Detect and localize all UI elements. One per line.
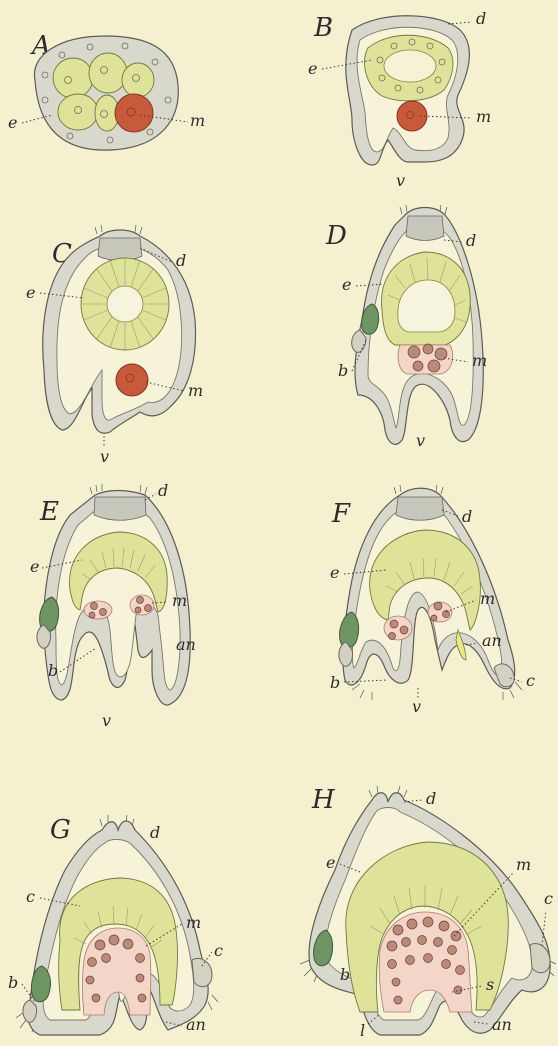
- panel-a-mesoderm-cell: [115, 94, 153, 132]
- panel-c: C d e m v: [26, 225, 203, 466]
- panel-h-label-c: c: [544, 889, 553, 908]
- panel-h-label-b: b: [340, 965, 350, 984]
- panel-letter-h: H: [311, 785, 336, 815]
- panel-f-dorsal-plug: [396, 497, 444, 520]
- panel-e-label-m: m: [172, 591, 187, 610]
- panel-h-label-l: l: [360, 1021, 365, 1040]
- panel-f-label-d: d: [462, 507, 472, 526]
- panel-h-label-s: s: [486, 975, 494, 994]
- panel-b-gut-lumen: [384, 50, 436, 82]
- panel-f-gland: [340, 612, 359, 648]
- panel-e-label-b: b: [48, 661, 58, 680]
- panel-c-label-d: d: [176, 251, 186, 270]
- panel-c-mesoderm-cell: [116, 364, 148, 396]
- panel-g-label-an: an: [186, 1015, 206, 1034]
- panel-g-label-m: m: [186, 913, 201, 932]
- panel-d-label-m: m: [472, 351, 487, 370]
- panel-g: G d c m c: [8, 815, 223, 1035]
- panel-f-label-m: m: [480, 589, 495, 608]
- panel-e-label-an: an: [176, 635, 196, 654]
- panel-g-label-c-left: c: [26, 887, 35, 906]
- panel-b: B d e m v: [308, 9, 491, 190]
- panel-b-label-e: e: [308, 59, 317, 78]
- panel-c-dorsal-plug: [98, 238, 142, 261]
- panel-letter-e: E: [39, 497, 59, 527]
- panel-f-label-c: c: [526, 671, 535, 690]
- panel-g-lateral-lobe-right: [192, 958, 212, 986]
- panel-h-label-m: m: [516, 855, 531, 874]
- panel-d-dorsal-plug: [406, 216, 444, 241]
- panel-letter-f: F: [331, 499, 351, 529]
- panel-c-label-e: e: [26, 283, 35, 302]
- panel-d-label-v: v: [416, 431, 425, 450]
- panel-h-label-e: e: [326, 853, 335, 872]
- panel-e-label-v: v: [102, 711, 111, 730]
- panel-letter-g: G: [50, 815, 71, 845]
- panel-g-label-d: d: [150, 823, 160, 842]
- panel-f-label-v: v: [412, 697, 421, 716]
- panel-g-label-b: b: [8, 973, 18, 992]
- panel-b-label-d: d: [476, 9, 486, 28]
- panel-b-mesoderm-cell: [397, 101, 427, 131]
- panel-h: H d: [300, 785, 556, 1040]
- panel-c-label-m: m: [188, 381, 203, 400]
- panel-d-label-e: e: [342, 275, 351, 294]
- panel-f: F d e m: [330, 485, 535, 716]
- panel-letter-b: B: [313, 13, 333, 43]
- panel-a-label-m: m: [190, 111, 205, 130]
- panel-d: D d e b m v: [325, 205, 487, 450]
- panel-b-label-v: v: [396, 171, 405, 190]
- panel-b-label-m: m: [476, 107, 491, 126]
- panel-h-label-an: an: [492, 1015, 512, 1034]
- panel-a: A e m: [8, 31, 205, 150]
- panel-d-label-b: b: [338, 361, 348, 380]
- panel-c-gut-lumen: [107, 286, 143, 322]
- panel-f-label-e: e: [330, 563, 339, 582]
- panel-letter-d: D: [325, 221, 347, 251]
- panel-g-label-c-right: c: [214, 941, 223, 960]
- panel-e-label-e: e: [30, 557, 39, 576]
- panel-e-dorsal-plug: [94, 497, 146, 520]
- panel-f-label-b: b: [330, 673, 340, 692]
- panel-e-label-d: d: [158, 481, 168, 500]
- panel-c-label-v: v: [100, 447, 109, 466]
- panel-e: E d e m b an: [30, 481, 196, 730]
- panel-f-label-an: an: [482, 631, 502, 650]
- panel-a-label-e: e: [8, 113, 17, 132]
- panel-d-label-d: d: [466, 231, 476, 250]
- panel-h-label-d: d: [426, 789, 436, 808]
